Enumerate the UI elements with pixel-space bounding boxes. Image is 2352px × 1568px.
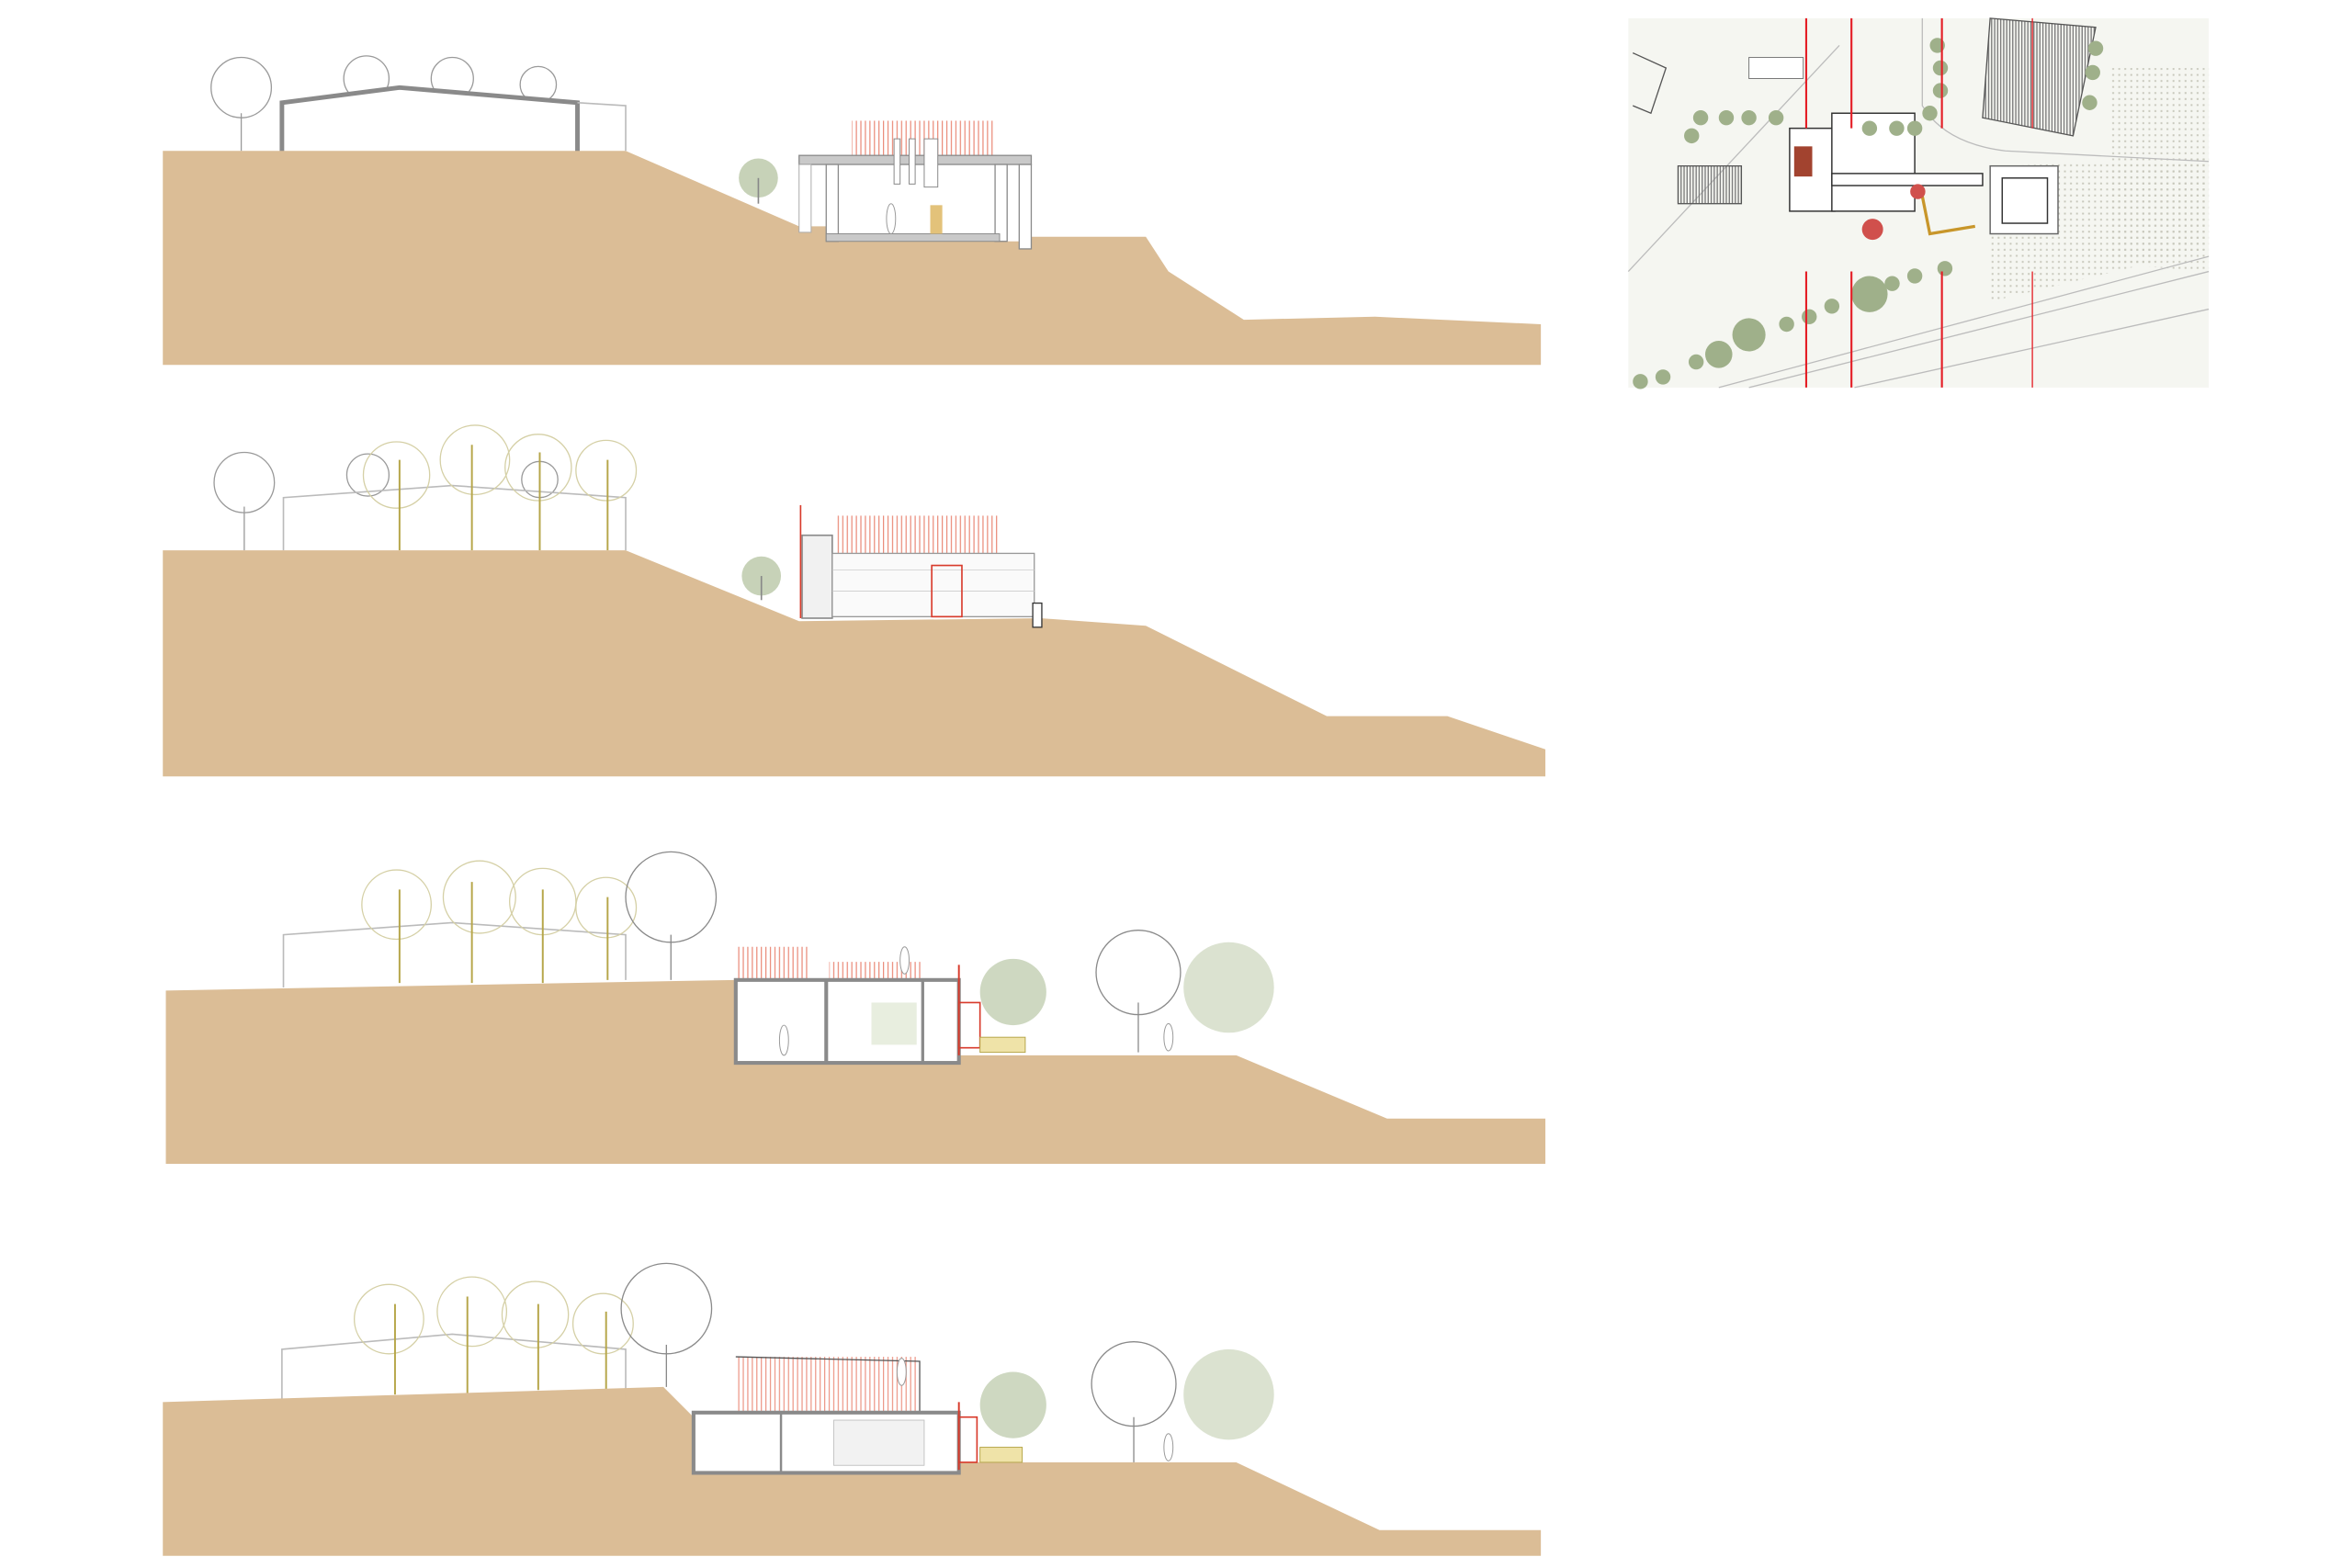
olive-trees (361, 860, 638, 984)
tree-green (979, 942, 1274, 1033)
olive-trees (362, 424, 638, 551)
site-plan (1627, 17, 2210, 389)
existing-shed-outline (281, 1333, 627, 1400)
human-figure (778, 1024, 789, 1056)
human-figure (896, 1358, 907, 1386)
building-section-3 (733, 946, 1174, 1066)
roads (1627, 17, 2210, 389)
ochre-path (1920, 196, 1976, 236)
ground-profile (165, 979, 1546, 1165)
human-figure (1163, 1433, 1174, 1461)
ground-profile (163, 550, 1546, 777)
tree-green (741, 556, 782, 601)
building-section-1 (798, 120, 1033, 250)
building-section-4 (691, 1356, 1174, 1475)
red-trees (1861, 184, 1926, 241)
tree-outline (625, 851, 1182, 1053)
section-cut-lines (1804, 17, 2033, 388)
section-3 (165, 851, 1546, 1165)
human-figure (1163, 1022, 1174, 1052)
existing-shed-section (279, 85, 627, 157)
ground-profile (163, 1386, 1542, 1556)
section-2 (163, 424, 1546, 777)
tree-outline (213, 451, 559, 551)
human-figure (899, 946, 910, 975)
building-elevation-2 (799, 504, 1043, 628)
tree-outline (620, 1262, 1177, 1462)
olive-trees (353, 1276, 634, 1395)
section-1 (163, 55, 1542, 366)
existing-buildings (1632, 17, 2097, 205)
tree-green (739, 158, 778, 204)
human-figure (886, 203, 897, 235)
existing-shed-outline (282, 921, 627, 988)
tree-green (979, 1348, 1274, 1440)
ground-profile (163, 151, 1542, 366)
section-4 (163, 1262, 1542, 1556)
existing-shed-outline (282, 484, 627, 551)
